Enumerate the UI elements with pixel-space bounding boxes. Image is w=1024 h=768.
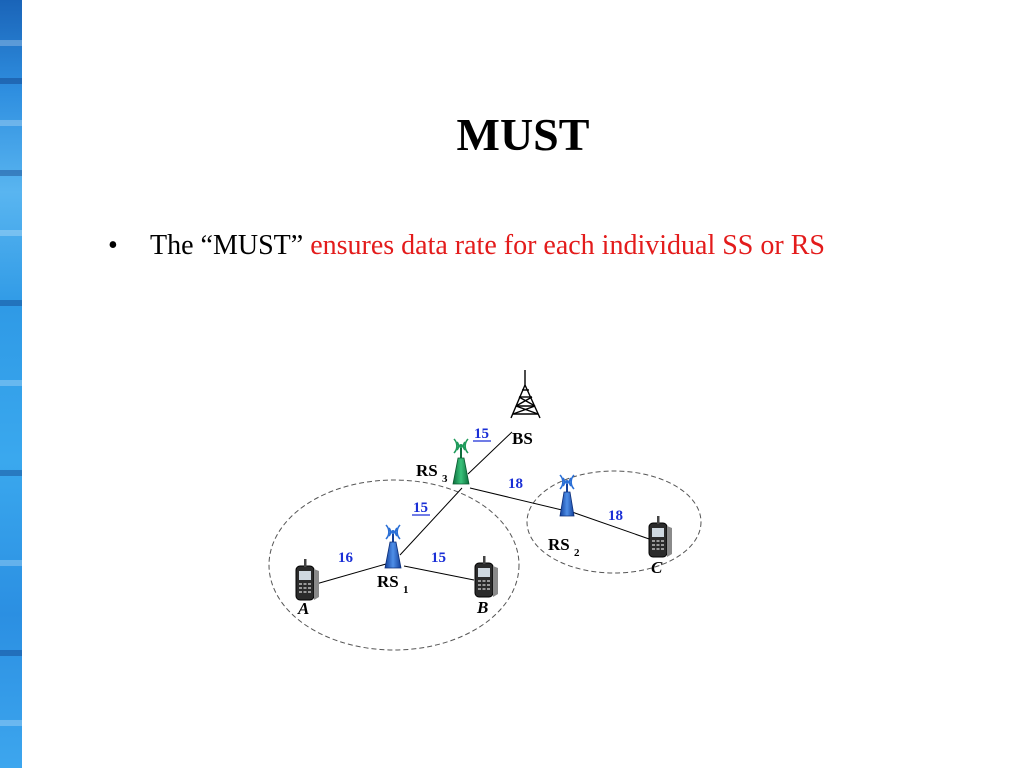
rs3-relay-station-icon xyxy=(452,438,470,485)
bullet-marker: • xyxy=(108,230,118,261)
ss-b-label: B xyxy=(476,598,488,617)
bullet-prefix-text: The “MUST” xyxy=(150,230,311,261)
rate-bs-rs2: 18 xyxy=(508,476,523,492)
link-rs3-rs2 xyxy=(469,487,563,511)
ss-b-phone-icon xyxy=(474,555,499,598)
rate-rs1-b: 15 xyxy=(431,550,446,566)
ss-a-phone-icon xyxy=(295,558,320,601)
bullet-highlight-text: ensures data rate for each individual SS… xyxy=(310,230,825,261)
rs2-subscript: 2 xyxy=(574,547,580,559)
rate-bs-rs3: 15 xyxy=(474,426,489,442)
rs3-label: RS xyxy=(416,461,438,480)
ss-c-phone-icon xyxy=(648,515,673,558)
base-station-tower-icon xyxy=(510,370,541,419)
rs1-label: RS xyxy=(377,572,399,591)
link-rs1-a xyxy=(315,563,387,585)
link-bs-rs3 xyxy=(467,431,513,475)
link-rs3-rs1 xyxy=(399,487,463,556)
rs2-relay-station-icon xyxy=(559,474,575,517)
link-rs2-c xyxy=(571,511,653,541)
rate-rs1-a: 16 xyxy=(338,550,354,566)
ss-c-label: C xyxy=(651,558,663,577)
rs1-relay-station-icon xyxy=(384,524,402,569)
rate-rs2-c: 18 xyxy=(608,508,623,524)
rs1-coverage-area xyxy=(268,479,520,651)
rs3-subscript: 3 xyxy=(442,473,448,485)
rs2-label: RS xyxy=(548,535,570,554)
bs-label: BS xyxy=(512,429,533,448)
link-rs1-b xyxy=(403,565,475,581)
decorative-side-bar xyxy=(0,0,22,768)
rs2-coverage-area xyxy=(526,470,702,574)
bullet-point: • The “MUST” ensures data rate for each i… xyxy=(108,230,825,262)
ss-a-label: A xyxy=(297,599,309,618)
slide-title: MUST xyxy=(456,109,590,160)
rate-rs3-rs1: 15 xyxy=(413,500,428,516)
rs1-subscript: 1 xyxy=(403,584,409,596)
